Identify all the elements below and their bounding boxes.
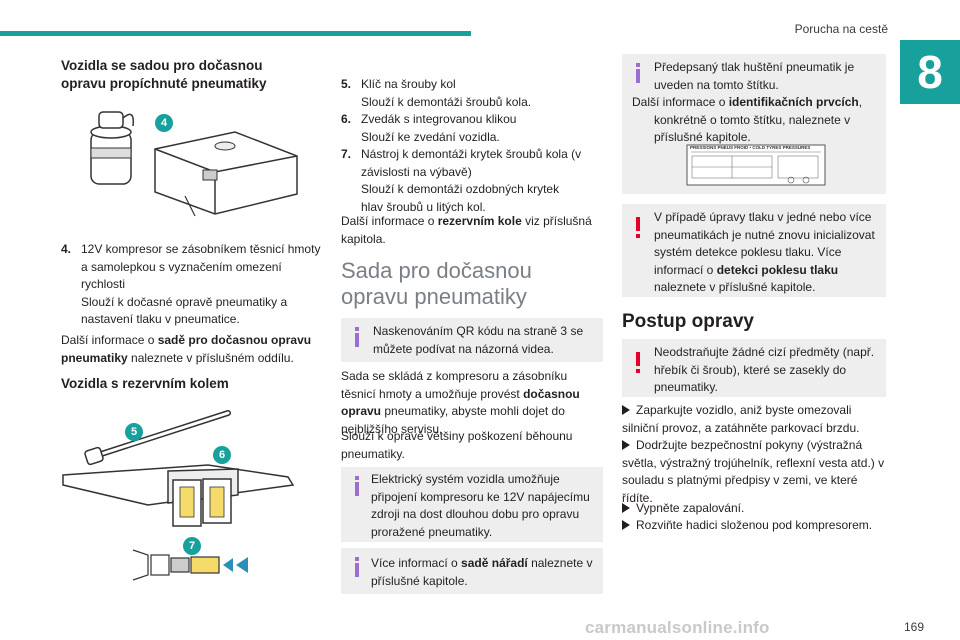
compressor-kit-illustration [90,111,298,217]
step-1: Zaparkujte vozidlo, aniž byste omezovali… [622,403,860,435]
bullet-arrow-icon [622,520,630,530]
watermark: carmanualsonline.info [585,618,770,637]
item-4-number: 4. [61,242,72,256]
section-title-repair-procedure: Postup opravy [622,311,754,332]
kit-purpose: Slouží k opravě většiny poškození běhoun… [341,429,573,461]
item-5: 5. Klíč na šrouby kol Slouží k demontáži… [341,77,532,109]
warning-pressure-adjustment: V případě úpravy tlaku v jedné nebo více… [622,204,886,297]
item-4: 4. 12V kompresor se zásobníkem těsnicí h… [61,241,321,329]
warning-icon [636,352,640,373]
section-title-repair-kit: Sada pro dočasnou opravu pneumatiky [341,258,532,309]
step-2: Dodržujte bezpečnostní pokyny (výstražná… [622,438,885,505]
header-accent-bar [0,31,471,36]
info-icon [636,63,640,83]
spare-wheel-tools-illustration [62,410,295,581]
warning-foreign-objects: Neodstraňujte žádné cizí předměty (např.… [622,339,886,397]
more-info-spare-wheel: Další informace o rezervním kole viz pří… [341,214,592,246]
callout-7: 7 [183,537,201,555]
step-4: Rozviňte hadici složenou pod kompresorem… [622,517,886,535]
item-6: 6. Zvedák s integrovanou klikou Slouží k… [341,112,517,144]
step-3: Vypněte zapalování. [622,500,886,518]
tyre-label-caption: PRESSIONS PNEUS FROID • COLD TYRES PRESS… [690,145,811,150]
kit-description: Sada se skládá z kompresoru a zásobníku … [341,369,580,436]
tyre-pressure-label-image [686,144,826,186]
note-tool-kit: Více informací o sadě nářadí naleznete v… [341,548,603,594]
bullet-arrow-icon [622,440,630,450]
info-icon [355,476,359,496]
callout-5: 5 [125,423,143,441]
item-7: 7. Nástroj k demontáži krytek šroubů kol… [341,147,582,214]
info-icon [355,557,359,577]
item-4-purpose: Slouží k dočasné opravě pneumatiky a nas… [81,294,288,327]
header-title: Poruchа na cestě [794,22,888,36]
note-electrical-system: Elektrický systém vozidla umožňuje připo… [341,467,603,542]
chapter-badge: 8 [900,40,960,104]
heading-spare-wheel: Vozidla s rezervním kolem [61,376,229,391]
bullet-arrow-icon [622,503,630,513]
heading-kit-vehicles: Vozidla se sadou pro dočasnou opravu pro… [61,58,267,91]
info-icon [355,327,359,347]
note-qr-videos: Naskenováním QR kódu na straně 3 se může… [341,318,603,362]
callout-4: 4 [155,114,173,132]
callout-6: 6 [213,446,231,464]
page-number: 169 [903,620,924,634]
item-4-description: 12V kompresor se zásobníkem těsnicí hmot… [81,242,321,291]
bullet-arrow-icon [622,405,630,415]
more-info-kit: Další informace o sadě pro dočasnou opra… [61,333,312,365]
warning-icon [636,217,640,238]
